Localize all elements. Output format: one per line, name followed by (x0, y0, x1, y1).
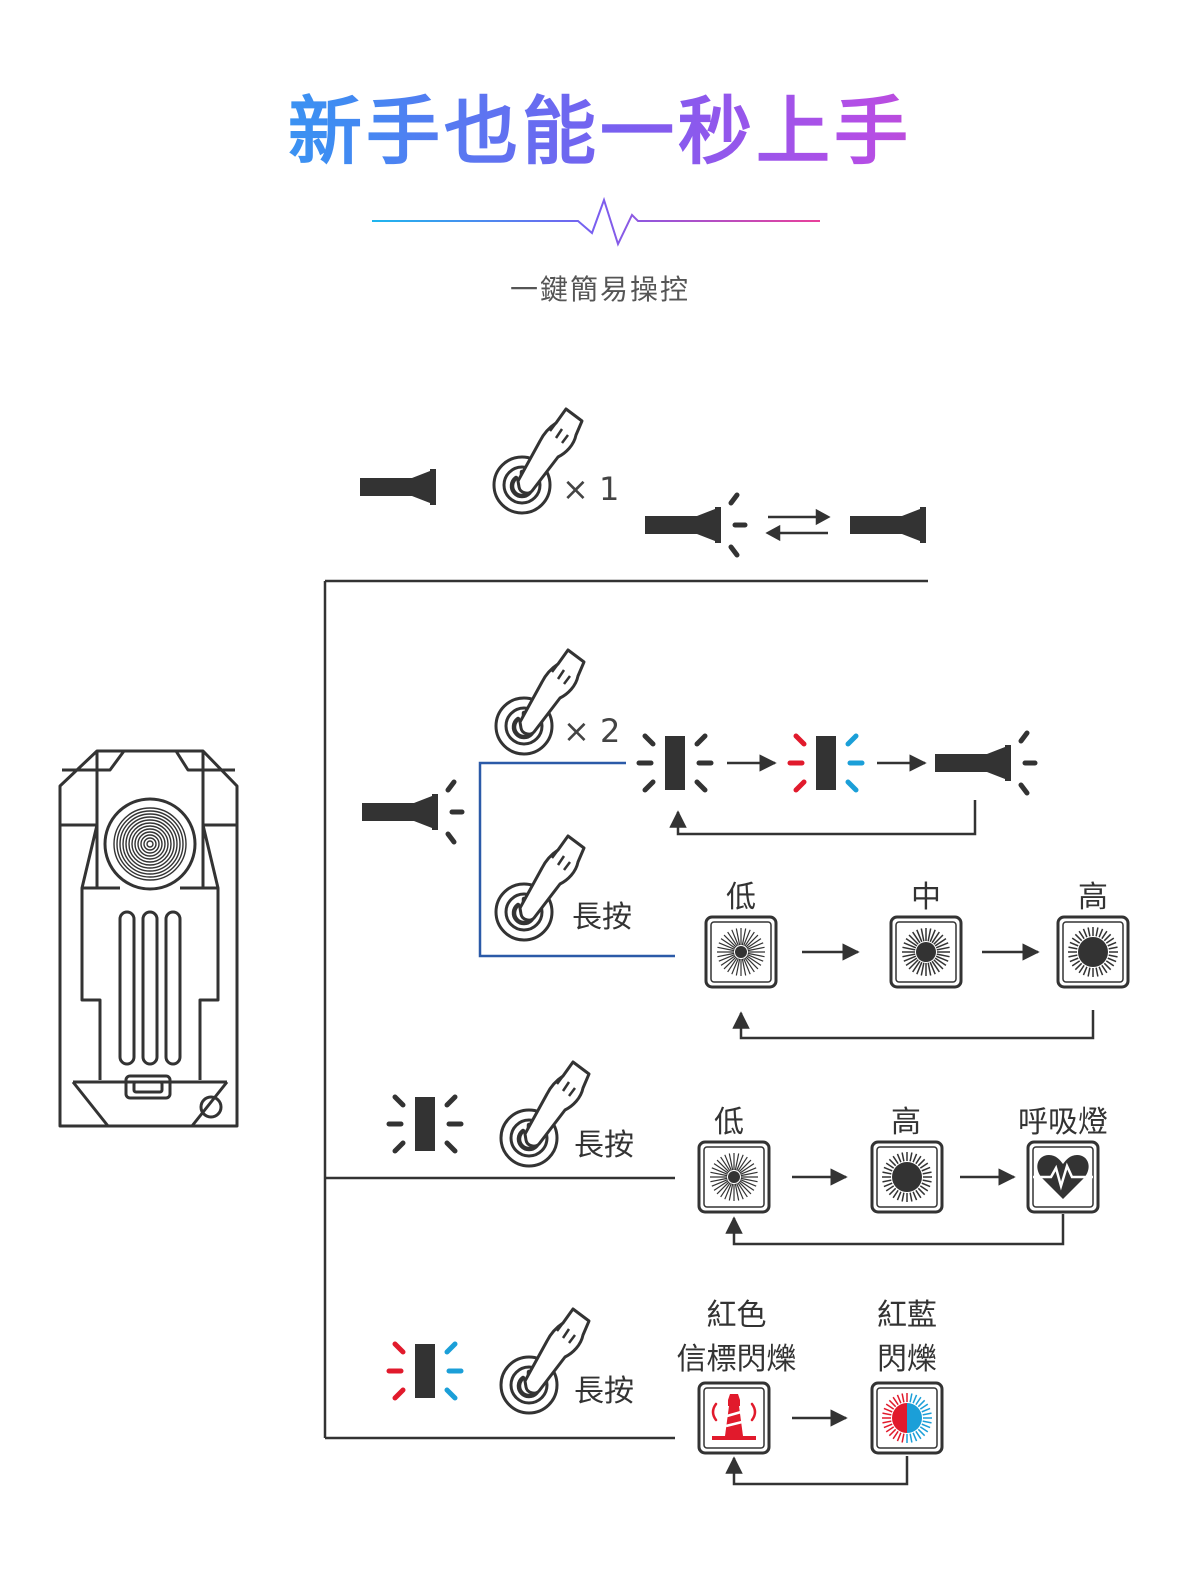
mode-label-line: 紅色 (706, 1298, 767, 1333)
brightness-mid-icon (889, 915, 963, 989)
waveform-divider (372, 196, 820, 247)
page-subtitle: 一鍵簡易操控 (509, 273, 690, 306)
flashlight-on-icon (935, 733, 1035, 793)
long-press-label: 長按 (574, 1128, 634, 1163)
flashlight-off-icon (850, 507, 926, 543)
page-title: 新手也能一秒上手 (0, 72, 1200, 179)
lighthouse-icon (697, 1381, 771, 1455)
red-blue-light-icon (389, 1344, 461, 1398)
level-label-breathing: 呼吸燈 (1018, 1105, 1108, 1140)
side-light-icon (389, 1097, 461, 1151)
mode-label-red-beacon: 紅色 信標閃爍 (664, 1294, 809, 1382)
mode-label-line: 閃爍 (877, 1342, 937, 1377)
mode-label-line: 紅藍 (877, 1298, 937, 1333)
flashlight-on-icon (362, 782, 462, 842)
brightness-high-icon (1056, 915, 1130, 989)
hand-press-icon (496, 836, 584, 940)
level-label-low: 低 (714, 1105, 744, 1140)
brightness-low-icon (704, 915, 778, 989)
mode-label-red-blue: 紅藍 閃爍 (852, 1294, 962, 1382)
flashlight-off-icon (360, 469, 436, 505)
brightness-high-icon (870, 1140, 944, 1214)
flashlight-on-icon (645, 495, 745, 555)
level-label-high: 高 (1078, 880, 1108, 915)
press-count-once: × 1 (562, 470, 620, 508)
red-blue-flash-icon (870, 1381, 944, 1455)
mode-label-line: 信標閃爍 (676, 1342, 797, 1377)
long-press-label: 長按 (574, 1374, 634, 1409)
level-label-low: 低 (726, 880, 756, 915)
press-count-twice: × 2 (563, 712, 621, 750)
red-blue-light-icon (790, 736, 862, 790)
side-light-icon (639, 736, 711, 790)
level-label-mid: 中 (911, 880, 941, 915)
brightness-low-icon (697, 1140, 771, 1214)
flashlight-device (58, 749, 239, 1128)
toggle-arrows-icon (765, 508, 831, 542)
level-label-high: 高 (891, 1105, 921, 1140)
heartbeat-icon (1026, 1140, 1100, 1214)
long-press-label: 長按 (572, 900, 632, 935)
